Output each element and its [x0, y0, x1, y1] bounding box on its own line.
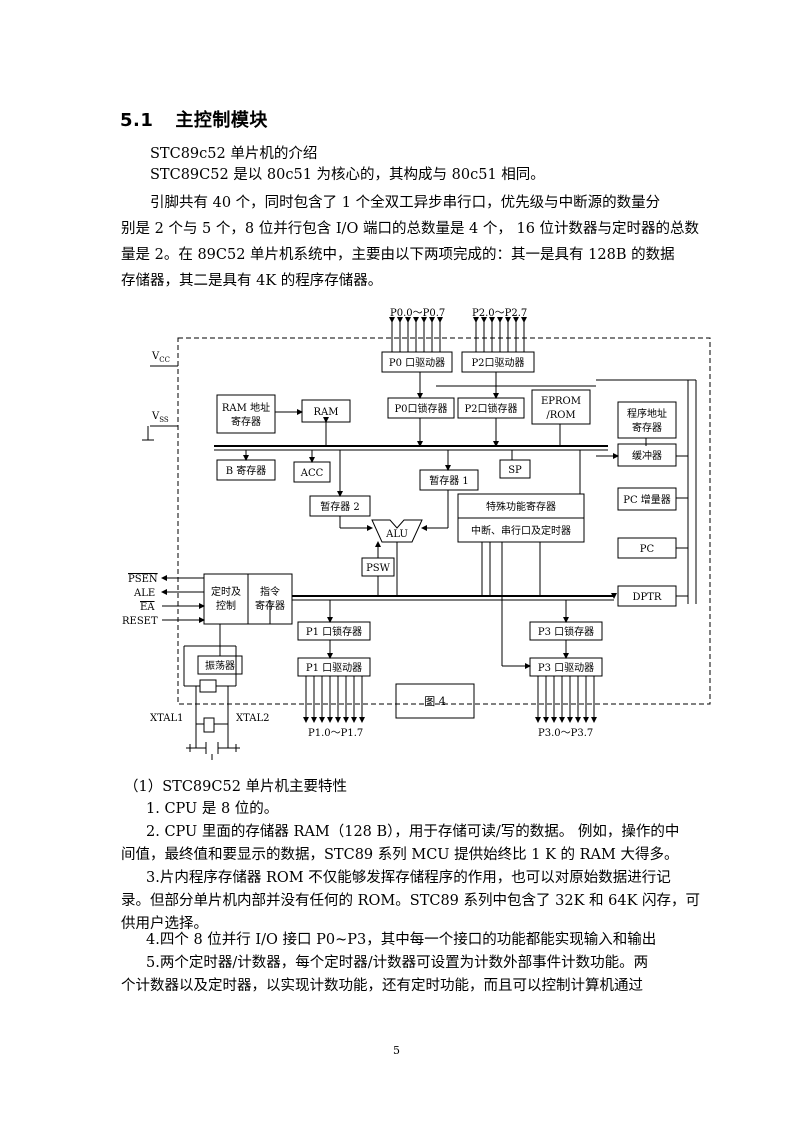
vss-label: VSS — [151, 411, 169, 424]
eprom-box — [531, 389, 591, 425]
sfr-sub-label: 中断、串行口及定时器 — [471, 524, 571, 537]
p2-latch-box — [457, 397, 525, 419]
p3-driver-label: P3 口驱动器 — [538, 662, 594, 674]
p2-bus-label: P2.0～P2.7 — [472, 308, 527, 319]
section-number: 5.1 — [120, 110, 154, 131]
alu-label: ALU — [385, 529, 408, 540]
psw-label: PSW — [366, 563, 391, 574]
alu-shape — [371, 519, 423, 543]
timing-label-1: 定时及 — [211, 585, 241, 598]
sp-label: SP — [508, 465, 522, 476]
feature-line-9: 个计数器以及定时器，以实现计数功能，还有定时功能，而且可以控制计算机通过 — [121, 978, 643, 994]
ram-label: RAM — [314, 407, 339, 418]
ea-label: EA — [140, 602, 155, 613]
page-number: 5 — [393, 1044, 400, 1057]
timing-box — [203, 573, 249, 625]
pc-addr-box — [617, 401, 677, 439]
ale-label: ALE — [133, 588, 155, 599]
intro-line-2: 引脚共有 40 个，同时包含了 1 个全双工异步串行口，优先级与中断源的数量分 — [150, 195, 661, 211]
intro-line-5: 存储器，其二是具有 4K 的程序存储器。 — [121, 273, 383, 289]
p1-bus-lines — [303, 676, 365, 723]
reset-label: RESET — [122, 616, 158, 627]
ram-addr-label-1: RAM 地址 — [222, 401, 270, 414]
p0-bus-lines — [389, 317, 443, 352]
features-heading: （1）STC89C52 单片机主要特性 — [124, 779, 348, 795]
xtal2-label: XTAL2 — [236, 713, 269, 724]
b-reg-label: B 寄存器 — [226, 464, 267, 477]
xtal1-label: XTAL1 — [150, 713, 183, 724]
ir-label-2: 寄存器 — [255, 599, 285, 612]
p1-driver-box — [297, 657, 371, 677]
pc-inc-box — [617, 487, 677, 511]
p2-driver-box — [461, 351, 535, 373]
p1-driver-label: P1 口驱动器 — [306, 662, 362, 674]
buffer-label: 缓冲器 — [632, 449, 662, 462]
figure-caption: 图 4 — [424, 695, 446, 708]
p3-bus-label: P3.0～P3.7 — [538, 728, 593, 739]
p0-bus-label: P0.0～P0.7 — [390, 308, 445, 319]
p3-bus-lines — [535, 676, 597, 723]
p2-bus-lines — [473, 317, 527, 352]
feature-line-3: 间值，最终值和要显示的数据，STC89 系列 MCU 提供始终比 1 K 的 R… — [121, 847, 679, 863]
feature-line-7: 4.四个 8 位并行 I/O 接口 P0~P3，其中每一个接口的功能都能实现输入… — [146, 932, 657, 948]
p1-bus-label: P1.0～P1.7 — [308, 728, 363, 739]
intro-line-3: 别是 2 个与 5 个，8 位并行包含 I/O 端口的总数量是 4 个， 16 … — [121, 221, 700, 237]
feature-line-8: 5.两个定时器/计数器，每个定时器/计数器可设置为计数外部事件计数功能。两 — [146, 955, 649, 971]
acc-label: ACC — [300, 468, 324, 479]
pc-addr-label-2: 寄存器 — [632, 421, 662, 434]
intro-heading: STC89c52 单片机的介绍 — [150, 146, 318, 162]
p1-latch-label: P1 口锁存器 — [306, 625, 362, 638]
feature-line-4: 3.片内程序存储器 ROM 不仅能够发挥存储程序的作用，也可以对原始数据进行记 — [146, 870, 671, 886]
p1-latch-box — [297, 621, 371, 641]
p0-latch-label: P0口锁存器 — [394, 402, 447, 415]
section-title: 主控制模块 — [175, 110, 268, 131]
feature-line-6: 供用户选择。 — [121, 916, 208, 932]
dptr-label: DPTR — [633, 592, 662, 603]
eprom-label-2: /ROM — [546, 410, 575, 421]
tmp2-label: 暂存器 2 — [320, 500, 360, 513]
feature-line-1: 1. CPU 是 8 位的。 — [146, 801, 279, 817]
feature-line-2: 2. CPU 里面的存储器 RAM（128 B），用于存储可读/写的数据。 例如… — [146, 824, 680, 840]
pc-addr-label-1: 程序地址 — [627, 407, 667, 420]
block-diagram: P0.0～P0.7 P2.0～P2.7 VCC VSS P0 口驱动器 P2口驱… — [122, 308, 711, 760]
sp-box — [499, 459, 531, 479]
pc-inc-label: PC 增量器 — [623, 493, 671, 506]
ir-label-1: 指令 — [260, 585, 280, 598]
p0-driver-label: P0 口驱动器 — [389, 357, 445, 369]
intro-line-4: 量是 2。在 89C52 单片机系统中，主要由以下两项完成的：其一是具有 128… — [121, 247, 675, 263]
tmp1-label: 暂存器 1 — [429, 474, 469, 487]
p2-driver-label: P2口驱动器 — [471, 357, 524, 369]
eprom-label-1: EPROM — [541, 396, 581, 407]
vcc-label: VCC — [151, 351, 170, 364]
feature-line-5: 录。但部分单片机内部并没有任何的 ROM。STC89 系列中包含了 32K 和 … — [121, 893, 701, 909]
timing-label-2: 控制 — [216, 599, 236, 612]
psen-label: PSEN — [128, 574, 158, 585]
p0-driver-box — [381, 351, 453, 373]
sfr-label: 特殊功能寄存器 — [486, 500, 556, 513]
p3-latch-label: P3 口锁存器 — [538, 625, 594, 638]
caption-box — [395, 683, 475, 719]
ram-addr-label-2: 寄存器 — [231, 415, 261, 428]
ram-addr-box — [216, 394, 276, 434]
pc-label: PC — [640, 544, 655, 555]
intro-line-1: STC89C52 是以 80c51 为核心的，其构成与 80c51 相同。 — [150, 167, 545, 183]
section-heading: 5.1 主控制模块 — [120, 106, 268, 132]
p2-latch-label: P2口锁存器 — [464, 402, 517, 415]
osc-label: 振荡器 — [205, 659, 235, 672]
chip-boundary — [177, 337, 711, 705]
